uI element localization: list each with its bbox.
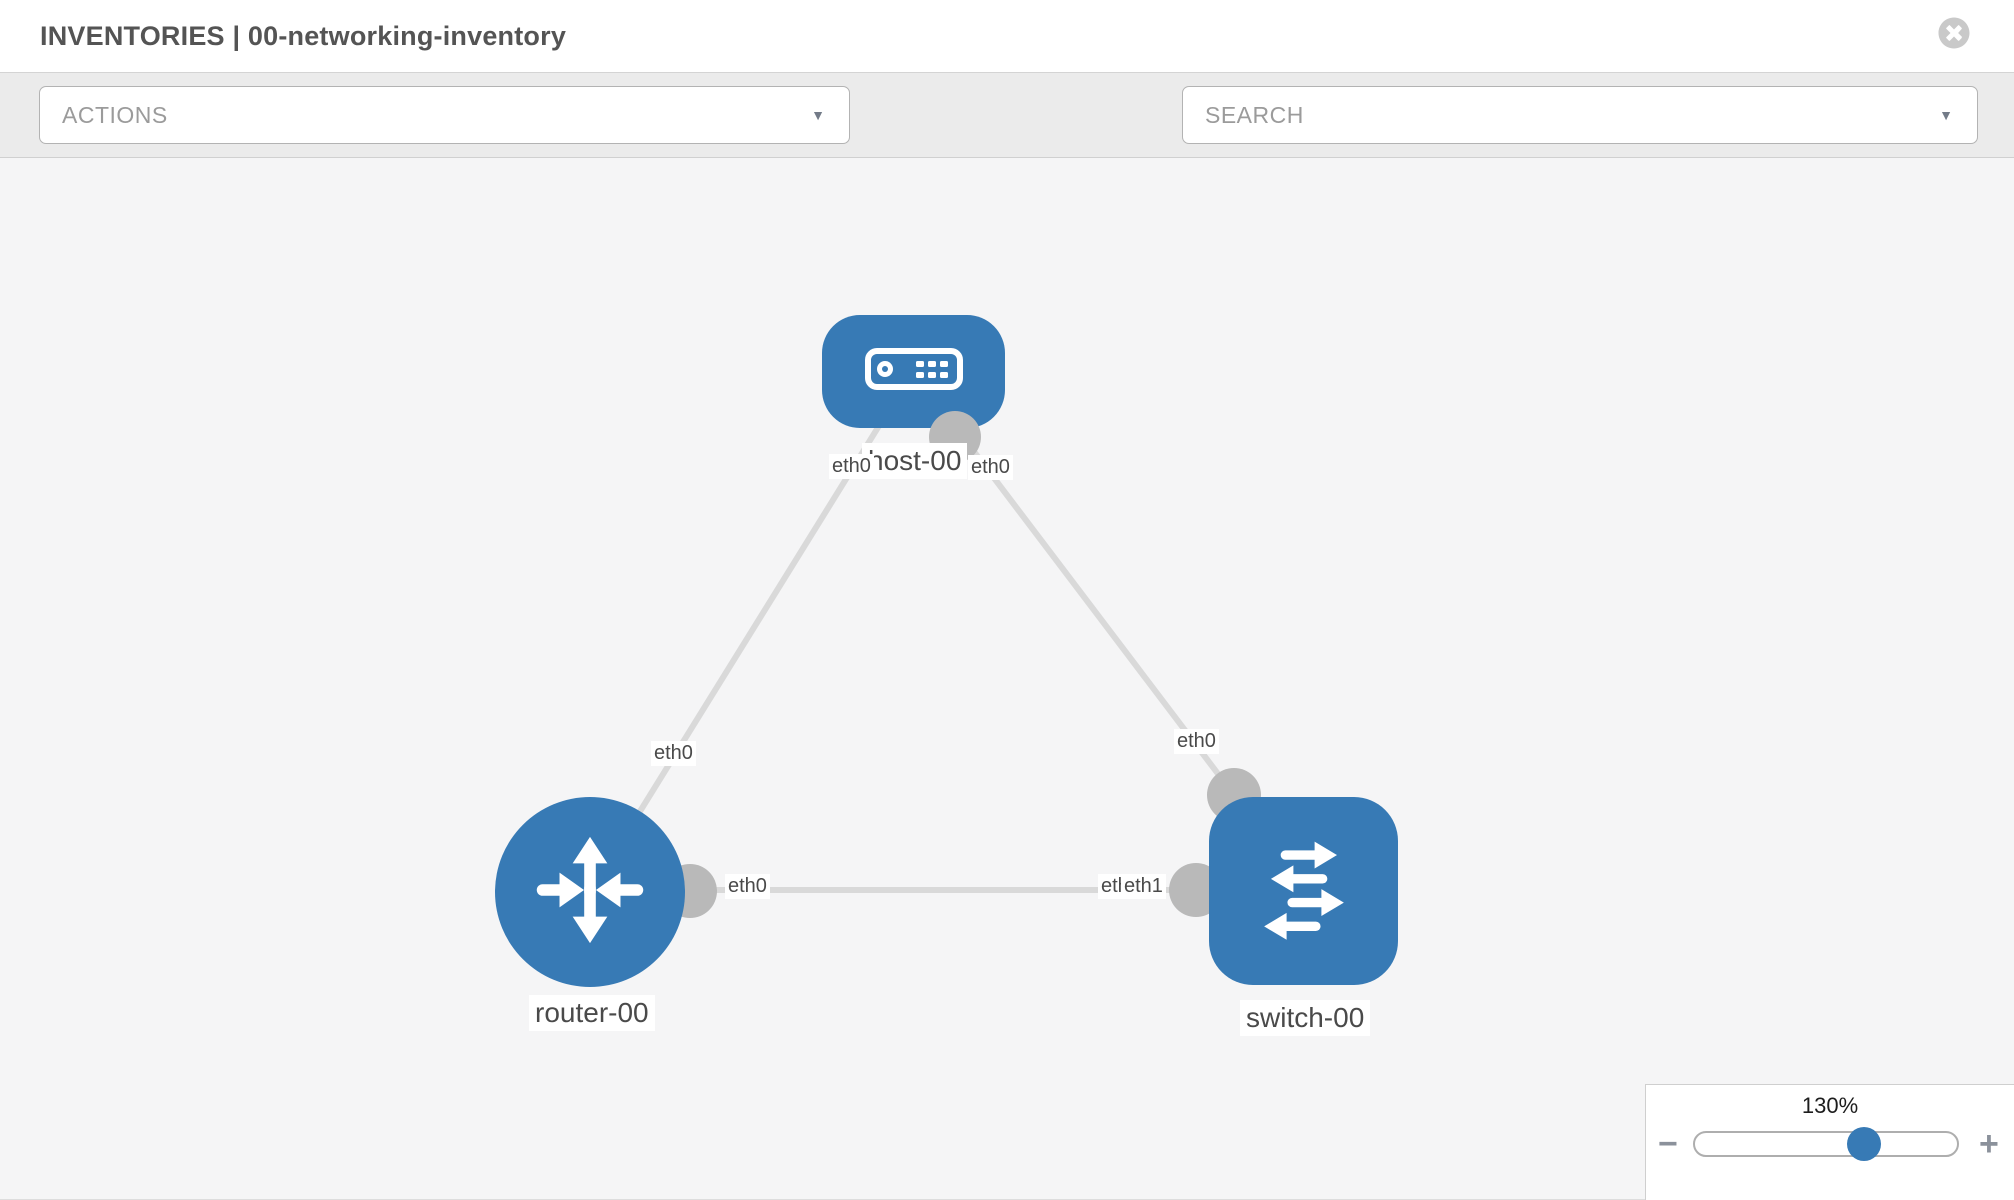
iface-label-switch-link: eth0 [1174, 729, 1219, 754]
zoom-in-button[interactable]: + [1979, 1125, 1999, 1163]
toolbar: ACTIONS ▼ SEARCH ▼ [0, 72, 2014, 207]
zoom-level: 130% [1801, 1093, 1859, 1118]
zoom-panel: 130% − + [1645, 1084, 2014, 1200]
node-label-switch-00: switch-00 [1240, 1000, 1371, 1036]
iface-label-horiz-left: eth0 [725, 874, 770, 899]
iface-label-host-left: eth0 [829, 454, 874, 479]
iface-label-horiz-right-front: eth1 [1121, 874, 1166, 899]
actions-dropdown-label: ACTIONS [62, 102, 168, 128]
node-host-00[interactable] [822, 315, 1005, 428]
node-label-router-00: router-00 [529, 995, 655, 1031]
iface-label-router-link: eth0 [651, 741, 696, 766]
search-dropdown-label: SEARCH [1205, 102, 1304, 128]
node-switch-00[interactable] [1209, 797, 1398, 985]
page-title: INVENTORIES | 00-networking-inventory [40, 21, 567, 51]
close-icon [1938, 17, 1970, 53]
iface-label-host-right: eth0 [968, 455, 1013, 480]
switch-icon [1248, 833, 1360, 950]
header: INVENTORIES | 00-networking-inventory [0, 0, 2014, 72]
chevron-down-icon: ▼ [1939, 107, 1953, 123]
node-label-host-00: host-00 [862, 443, 968, 479]
zoom-slider-track[interactable] [1693, 1131, 1959, 1157]
topology-canvas[interactable]: host-00 router-00 switch-00 eth0 eth0 et… [0, 158, 2014, 1200]
search-dropdown[interactable]: SEARCH ▼ [1182, 86, 1978, 144]
topology-links-layer [587, 369, 1303, 918]
close-button[interactable] [1938, 17, 1970, 49]
server-icon [864, 347, 964, 396]
zoom-slider-thumb[interactable] [1847, 1127, 1881, 1161]
router-icon [530, 830, 650, 955]
zoom-out-button[interactable]: − [1658, 1125, 1678, 1163]
chevron-down-icon: ▼ [811, 107, 825, 123]
actions-dropdown[interactable]: ACTIONS ▼ [39, 86, 850, 144]
node-router-00[interactable] [495, 797, 685, 987]
